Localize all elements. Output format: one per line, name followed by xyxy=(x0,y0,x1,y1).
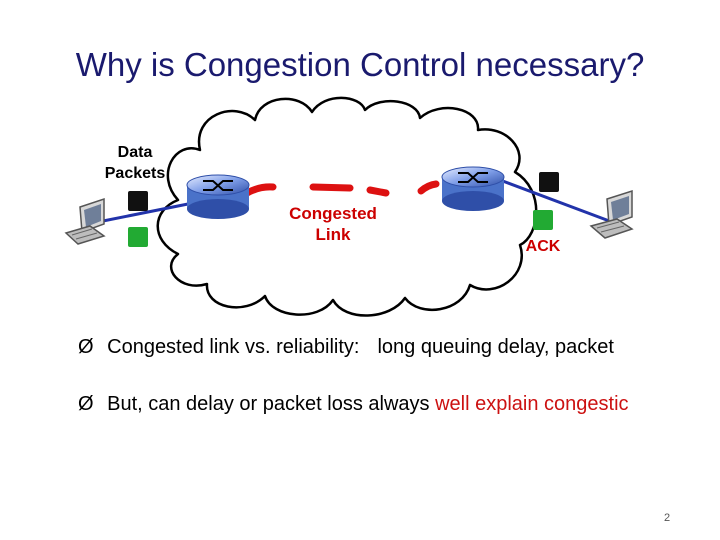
page-number: 2 xyxy=(664,512,671,524)
bullet-item: Ø But, can delay or packet loss always w… xyxy=(78,393,720,416)
arrow-bullet-icon: Ø xyxy=(78,393,94,415)
data-packet-left xyxy=(128,191,148,211)
ack-packet-left xyxy=(128,227,148,247)
computer-icon xyxy=(589,189,634,239)
ack-label: ACK xyxy=(525,238,561,255)
right-link-line xyxy=(499,178,613,224)
bullet-text: Congested link vs. reliability: xyxy=(107,336,360,358)
bullet-text: But, can delay or packet loss always xyxy=(107,393,436,415)
congested-link-label-text: Congested Link xyxy=(289,204,377,244)
router-icon xyxy=(441,166,505,211)
computer-icon xyxy=(64,197,106,245)
data-packets-label: Data Packets xyxy=(96,142,174,184)
router-icon xyxy=(186,174,250,219)
data-packet-right xyxy=(539,172,559,192)
ack-packet-right xyxy=(533,210,553,230)
bullet-highlight-text: well explain congestic xyxy=(435,393,629,415)
bullet-item: Ø Congested link vs. reliability: long qu… xyxy=(78,336,720,359)
bullet-text-cont: long queuing delay, packet xyxy=(377,336,614,358)
slide-title: Why is Congestion Control necessary? xyxy=(75,46,645,83)
data-packets-label-text: Data Packets xyxy=(104,144,166,182)
congested-link-label: Congested Link xyxy=(270,203,396,245)
arrow-bullet-icon: Ø xyxy=(78,336,94,358)
congested-link xyxy=(243,180,440,197)
